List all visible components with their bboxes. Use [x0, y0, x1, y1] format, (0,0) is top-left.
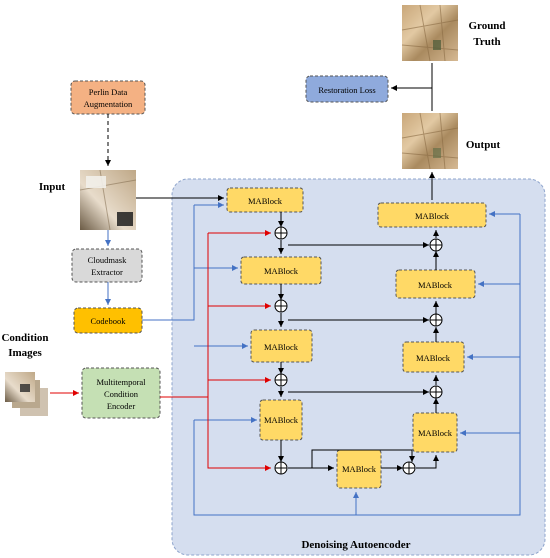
mablock: [412, 412, 458, 453]
multitemporal-encoder-box: [81, 367, 161, 419]
output-image: [401, 112, 459, 170]
mablock: [226, 187, 304, 213]
cloudmask-label: Extractor: [91, 267, 123, 277]
input-label: Input: [39, 181, 66, 193]
mablock-label: MABlock: [264, 266, 299, 276]
mablock-label: MABlock: [264, 342, 299, 352]
mablock-label: MABlock: [418, 280, 453, 290]
sum-node: [274, 461, 288, 475]
condition-label: Images: [8, 347, 42, 359]
perlin-label: Augmentation: [84, 99, 133, 109]
codebook-blue-lines: [142, 202, 521, 516]
mablock-label: MABlock: [416, 353, 451, 363]
perlin-label: Perlin Data: [89, 87, 128, 97]
cloudmask-label: Cloudmask: [88, 255, 127, 265]
output-label: Output: [466, 139, 501, 151]
condition-label: Condition: [1, 332, 48, 344]
restoration-loss-box: [305, 75, 389, 103]
codebook-label: Codebook: [91, 316, 127, 326]
encoder-decoder-flow: [278, 212, 439, 471]
sum-node: [429, 238, 443, 252]
sum-node: [274, 373, 288, 387]
mablock-label: MABlock: [418, 428, 453, 438]
mablocks: MABlock MABlock MABlock MABlock MABlock …: [226, 187, 487, 489]
sum-nodes: [274, 226, 443, 475]
codebook-box: [73, 307, 143, 334]
mablock-label: MABlock: [415, 211, 450, 221]
ground-truth-label: Truth: [473, 36, 500, 48]
sum-node: [274, 299, 288, 313]
sum-node: [429, 313, 443, 327]
perlin-augmentation-box: [70, 80, 146, 115]
mablock-label: MABlock: [342, 464, 377, 474]
sum-node: [429, 385, 443, 399]
restoration-loss-label: Restoration Loss: [318, 85, 375, 95]
mtce-label: Condition: [104, 389, 139, 399]
mablock: [377, 202, 487, 228]
mtce-label: Encoder: [107, 401, 135, 411]
mablock-label: MABlock: [248, 196, 283, 206]
mablock: [336, 449, 382, 489]
sum-node: [402, 461, 416, 475]
condition-images: [5, 372, 48, 416]
container-title: Denoising Autoencoder: [301, 539, 410, 551]
mablock-label: MABlock: [264, 415, 299, 425]
mtce-label: Multitemporal: [96, 377, 146, 387]
cloudmask-extractor-box: [71, 248, 143, 283]
ground-truth-label: Ground: [468, 20, 505, 32]
mablock: [402, 341, 465, 373]
ground-truth-image: [401, 4, 459, 62]
sum-node: [274, 226, 288, 240]
condition-red-lines: [160, 230, 271, 471]
autoencoder-container: [171, 178, 546, 556]
input-image: [79, 169, 137, 231]
